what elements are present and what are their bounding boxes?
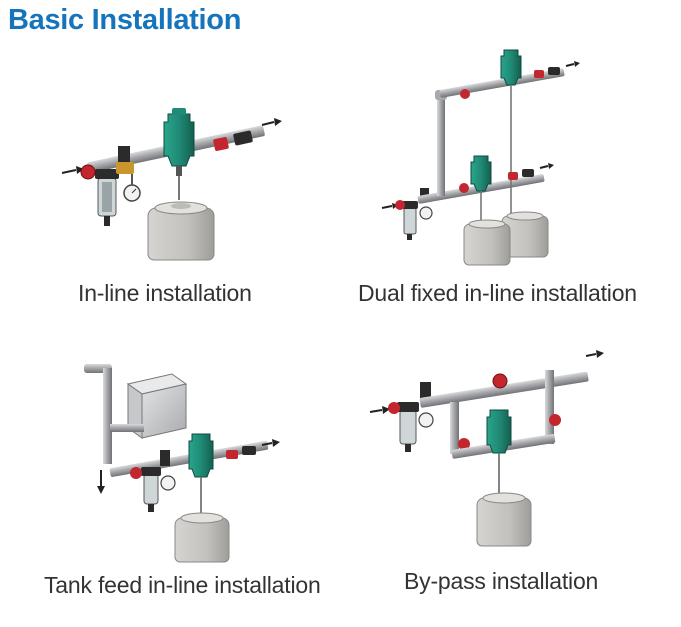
outlet-arrow-icon [261,118,282,126]
filter-housing [95,169,119,226]
panel-inline-installation: In-line installation [0,50,340,310]
dosing-injector-upper [500,49,522,218]
bypass-left-leg [450,402,470,454]
bypass-valve-icon [492,373,508,389]
check-valve [213,130,253,151]
outlet-arrow-icon [585,350,604,358]
supply-pipe [84,364,112,464]
caption-dual-fixed-installation: Dual fixed in-line installation [358,280,637,306]
check-valve [534,67,560,78]
page-title: Basic Installation [8,4,242,36]
caption-tank-feed-installation: Tank feed in-line installation [44,572,321,598]
dosing-injector [188,433,214,520]
panel-tank-feed-installation: Tank feed in-line installation [0,350,360,610]
downflow-arrow-icon [97,470,105,494]
check-valve [226,446,256,459]
filter-housing [402,201,418,240]
pressure-regulator [160,450,176,491]
filter-housing [141,467,161,512]
dosing-injector [486,409,512,500]
bypass-right-leg [545,370,561,444]
valve-handle-icon [388,402,400,414]
tank-connection-pipe [110,424,144,432]
bypass-installation-diagram [369,350,604,547]
panel-dual-fixed-installation: Dual fixed in-line installation [340,40,681,310]
inlet-arrow-icon [369,406,390,414]
chemical-tank [501,211,549,258]
chemical-tank [476,492,532,547]
dosing-injector [163,108,195,200]
caption-inline-installation: In-line installation [78,280,252,306]
panel-bypass-installation: By-pass installation [360,336,681,606]
outlet-arrow-icon [565,61,580,67]
valve-handle-icon [80,164,96,180]
riser-pipe [435,90,447,196]
pressure-regulator [418,382,434,428]
header-tank [126,373,188,439]
outlet-arrow-icon [539,163,554,169]
filter-housing [397,402,419,452]
tank-feed-installation-diagram [84,364,280,563]
chemical-tank [463,219,511,266]
inline-installation-diagram [61,108,282,261]
dual-fixed-installation-diagram [381,49,580,266]
caption-bypass-installation: By-pass installation [404,568,599,594]
inlet-arrow-icon [61,166,84,174]
pressure-regulator [419,188,433,220]
outlet-arrow-icon [261,439,280,447]
valve-handle-icon [130,467,142,479]
valve-handle-icon [459,89,470,193]
chemical-tank [174,512,230,563]
chemical-tank [147,201,215,261]
upper-pipe [439,68,565,98]
pressure-regulator [116,146,141,202]
valve-handle-icon [395,200,405,210]
check-valve [508,169,534,180]
